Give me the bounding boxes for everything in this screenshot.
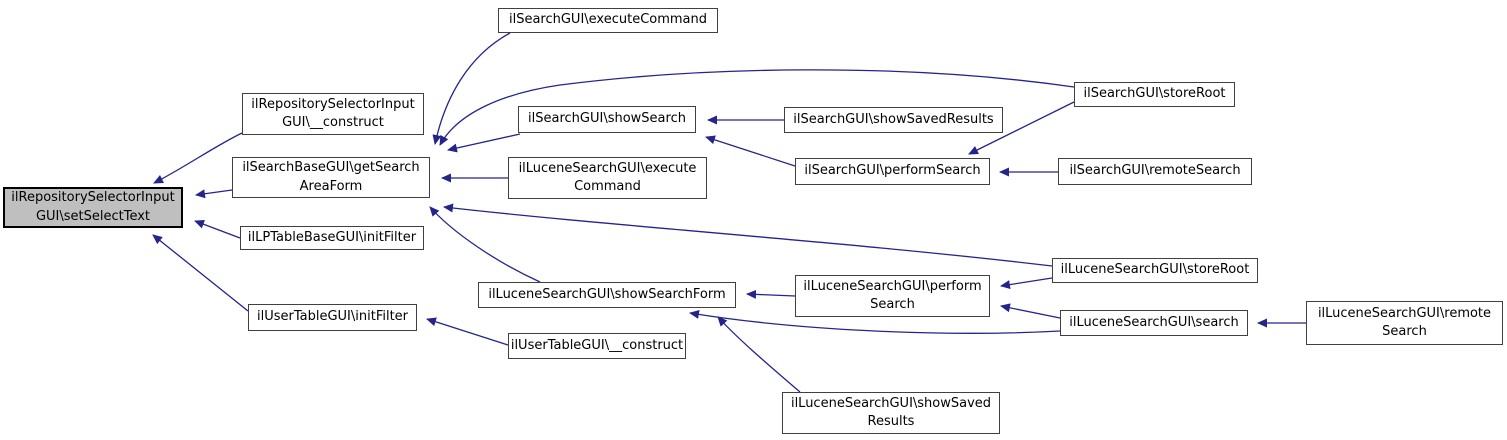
- edge-searchExecuteCommand-to-getSearchAreaForm: [432, 32, 511, 145]
- node-searchGUI-remoteSearch[interactable]: ilSearchGUI\remoteSearch: [1058, 158, 1252, 185]
- node-lpTableBase-initFilter[interactable]: ilLPTableBaseGUI\initFilter: [240, 226, 424, 250]
- edge-searchStoreRoot-to-performSearch: [968, 101, 1075, 155]
- node-luceneSearchGUI-executeCommand[interactable]: ilLuceneSearchGUI\execute Command: [508, 157, 707, 199]
- node-repositorySelector-construct[interactable]: ilRepositorySelectorInput GUI\__construc…: [242, 93, 424, 135]
- node-luceneSearchGUI-showSearchForm[interactable]: ilLuceneSearchGUI\showSearchForm: [478, 282, 736, 308]
- edge-lpInitFilter-to-setSelectText: [194, 219, 241, 239]
- node-luceneSearchGUI-performSearch[interactable]: ilLuceneSearchGUI\perform Search: [795, 275, 990, 317]
- edge-userConstruct-to-userInitFilter: [426, 317, 509, 346]
- edge-lucenePerformSearch-to-showSearchForm: [746, 289, 796, 299]
- edge-getSearchAreaForm-to-setSelectText: [195, 189, 233, 199]
- edge-searchStoreRoot-to-getSearchAreaForm: [439, 69, 1075, 146]
- edge-showSearchForm-to-getSearchAreaForm: [429, 206, 541, 283]
- node-searchGUI-performSearch[interactable]: ilSearchGUI\performSearch: [795, 158, 990, 185]
- edge-performSearch-to-showSearch: [705, 135, 796, 167]
- edge-showSearch-to-getSearchAreaForm: [447, 133, 521, 153]
- node-searchGUI-storeRoot[interactable]: ilSearchGUI\storeRoot: [1074, 82, 1235, 107]
- node-luceneSearchGUI-remoteSearch[interactable]: ilLuceneSearchGUI\remote Search: [1306, 301, 1503, 345]
- edge-userInitFilter-to-setSelectText: [152, 234, 249, 312]
- node-getSearchAreaForm[interactable]: ilSearchBaseGUI\getSearch AreaForm: [232, 157, 430, 198]
- node-userTable-construct[interactable]: ilUserTableGUI\__construct: [508, 333, 686, 359]
- node-luceneSearchGUI-search[interactable]: ilLuceneSearchGUI\search: [1060, 310, 1248, 336]
- node-luceneSearchGUI-storeRoot[interactable]: ilLuceneSearchGUI\storeRoot: [1052, 258, 1258, 283]
- node-setSelectText[interactable]: ilRepositorySelectorInput GUI\setSelectT…: [3, 187, 183, 228]
- node-searchGUI-executeCommand[interactable]: ilSearchGUI\executeCommand: [498, 8, 718, 33]
- edge-luceneSearch-to-lucenePerformSearch: [1000, 303, 1061, 319]
- edge-luceneShowSavedResults-to-showSearchForm: [717, 316, 801, 393]
- edge-construct-to-setSelectText: [153, 132, 243, 184]
- edge-luceneStoreRoot-to-getSearchAreaForm: [443, 203, 1053, 267]
- edge-luceneStoreRoot-to-lucenePerformSearch: [1000, 277, 1053, 290]
- node-userTable-initFilter[interactable]: ilUserTableGUI\initFilter: [248, 304, 417, 331]
- edge-luceneSearch-to-showSearchForm: [689, 310, 1061, 334]
- node-searchGUI-showSavedResults[interactable]: ilSearchGUI\showSavedResults: [784, 107, 1003, 133]
- node-luceneSearchGUI-showSavedResults[interactable]: ilLuceneSearchGUI\showSaved Results: [782, 392, 1000, 434]
- node-searchGUI-showSearch[interactable]: ilSearchGUI\showSearch: [518, 106, 696, 133]
